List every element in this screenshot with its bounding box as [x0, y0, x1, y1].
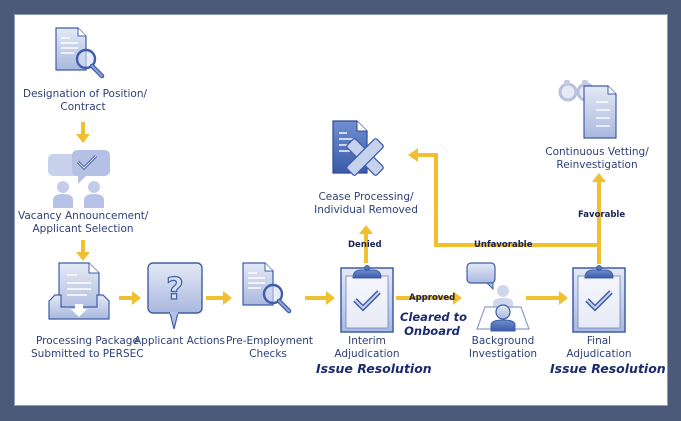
arrow-preemployment-interim: [305, 296, 327, 300]
node-cease-label-line1: Cease Processing/: [318, 191, 414, 203]
node-designation-label: Designation of Position/ Contract: [23, 88, 148, 114]
arrow-background-final-head: [559, 291, 568, 305]
document-inbox-icon: [48, 262, 110, 320]
arrow-preemployment-interim-head: [326, 291, 335, 305]
binoculars-document-icon: [558, 80, 617, 139]
edge-label-denied: Denied: [348, 240, 382, 250]
arrow-applicant-preemployment-head: [223, 291, 232, 305]
node-designation-label-line2: Contract: [60, 101, 106, 113]
node-vacancy-label-line1: Vacancy Announcement/: [18, 210, 149, 222]
node-continuous-label-line1: Continuous Vetting/: [545, 146, 649, 158]
edge-label-unfavorable: Unfavorable: [474, 240, 533, 250]
node-designation-label-line1: Designation of Position/: [23, 88, 148, 100]
node-applicant-actions-label: Applicant Actions: [134, 335, 226, 348]
arrow-interim-background-head: [453, 291, 462, 305]
node-cease-label: Cease Processing/ Individual Removed: [306, 191, 426, 217]
arrow-interim-background: [396, 296, 454, 300]
arrow-designation-vacancy-head: [76, 134, 90, 143]
arrow-processing-applicant: [119, 296, 133, 300]
node-background-label: Background Investigation: [455, 335, 551, 361]
arrow-designation-vacancy: [81, 122, 85, 136]
node-continuous-label: Continuous Vetting/ Reinvestigation: [535, 146, 659, 172]
arrow-final-continuous-head: [592, 173, 606, 182]
node-pre-employment-label-line2: Checks: [249, 348, 287, 360]
edge-label-cleared-line1: Cleared to: [400, 310, 468, 324]
arrow-interim-cease: [364, 232, 368, 263]
clipboard-check-icon: [572, 265, 626, 333]
arrow-vacancy-processing-head: [76, 252, 90, 261]
question-bubble-icon: ?: [147, 262, 203, 330]
arrow-applicant-preemployment: [206, 296, 224, 300]
node-processing-label: Processing Package Submitted to PERSEC: [31, 335, 144, 361]
arrow-interim-cease-head: [359, 225, 373, 234]
edge-label-approved: Approved: [409, 293, 456, 303]
node-applicant-actions-label-line1: Applicant Actions: [134, 335, 226, 347]
node-processing-label-line1: Processing Package: [36, 335, 139, 347]
document-magnifier-icon: [55, 27, 105, 79]
edge-label-favorable: Favorable: [578, 210, 626, 220]
node-background-label-line1: Background: [471, 335, 535, 347]
arrow-unfavorable-head: [408, 148, 418, 162]
people-chat-check-icon: [48, 150, 110, 208]
node-background-label-line2: Investigation: [468, 348, 538, 360]
arrow-processing-applicant-head: [132, 291, 141, 305]
node-interim-issue-resolution: Issue Resolution: [316, 361, 432, 376]
node-final-label-line1: Final: [586, 335, 612, 347]
document-x-icon: [332, 120, 384, 176]
node-final-label: Final Adjudication: [554, 335, 644, 361]
arrow-unfavorable-horizontal: [434, 243, 599, 247]
clipboard-check-icon: [340, 265, 394, 333]
interview-icon: [466, 262, 530, 332]
node-interim-label-line2: Adjudication: [334, 348, 400, 360]
node-interim-label-line1: Interim: [348, 335, 386, 347]
node-continuous-label-line2: Reinvestigation: [556, 159, 638, 171]
node-cease-label-line2: Individual Removed: [314, 204, 418, 216]
arrow-vacancy-processing: [81, 240, 85, 254]
svg-text:?: ?: [166, 272, 183, 307]
node-processing-label-line2: Submitted to PERSEC: [31, 348, 144, 360]
arrow-background-final: [526, 296, 560, 300]
diagram-panel: [14, 14, 668, 406]
document-magnifier-icon: [242, 262, 292, 314]
node-final-label-line2: Adjudication: [566, 348, 632, 360]
node-vacancy-label: Vacancy Announcement/ Applicant Selectio…: [18, 210, 148, 236]
edge-label-cleared-line2: Onboard: [404, 324, 460, 338]
node-interim-label: Interim Adjudication: [322, 335, 412, 361]
arrow-unfavorable-top: [416, 153, 438, 157]
edge-label-cleared-to-onboard: Cleared to Onboard: [400, 310, 468, 338]
arrow-final-continuous: [597, 180, 601, 264]
node-final-issue-resolution: Issue Resolution: [550, 361, 666, 376]
arrow-unfavorable-vertical: [434, 153, 438, 247]
node-pre-employment-label: Pre-Employment Checks: [226, 335, 314, 361]
node-pre-employment-label-line1: Pre-Employment: [226, 335, 314, 347]
node-vacancy-label-line2: Applicant Selection: [32, 223, 134, 235]
